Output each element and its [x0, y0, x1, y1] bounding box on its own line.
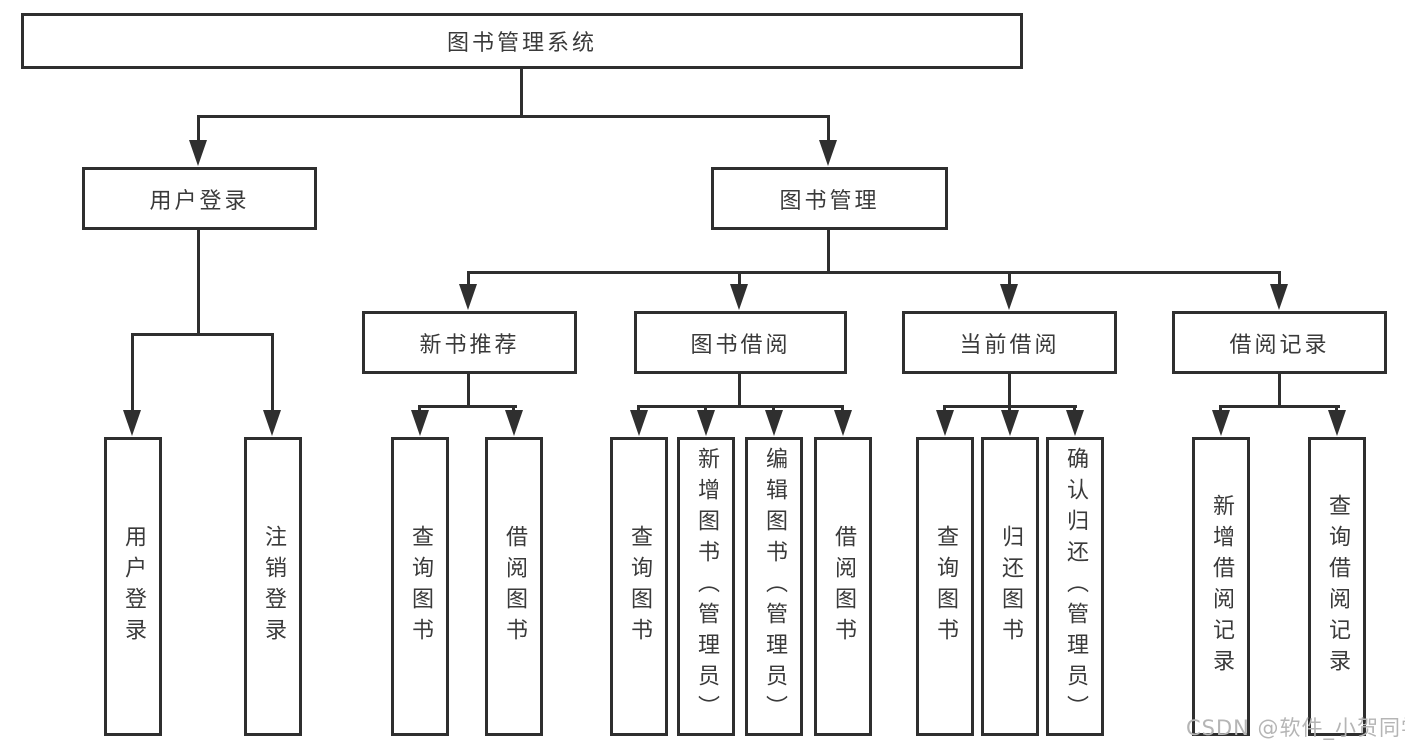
leaf-label: 借阅图书: [831, 524, 856, 649]
leaf-query-books-recommend: 查询图书: [391, 437, 449, 736]
arrowhead-down-icon: [630, 410, 648, 436]
leaf-edit-books-admin: 编辑图书（管理员）: [745, 437, 803, 736]
connector-line: [197, 115, 830, 118]
leaf-query-books-borrow: 查询图书: [610, 437, 668, 736]
connector-line: [943, 405, 946, 414]
connector-line: [467, 271, 470, 287]
leaf-label: 归还图书: [998, 524, 1023, 649]
node-label: 图书管理系统: [446, 31, 597, 56]
leaf-label: 借阅图书: [502, 524, 527, 649]
leaf-label: 查询借阅记录: [1325, 493, 1350, 680]
node-book-borrow: 图书借阅: [634, 311, 847, 374]
leaf-label: 用户登录: [121, 524, 146, 649]
connector-line: [520, 67, 523, 118]
connector-line: [131, 333, 274, 336]
connector-line: [418, 405, 517, 408]
node-label: 图书借阅: [690, 332, 791, 358]
connector-line: [1073, 405, 1076, 414]
connector-line: [827, 230, 830, 273]
node-borrow-records: 借阅记录: [1172, 311, 1387, 374]
leaf-user-login: 用户登录: [104, 437, 162, 736]
connector-line: [637, 405, 844, 408]
connector-line: [827, 115, 830, 145]
connector-line: [197, 230, 200, 335]
node-label: 当前借阅: [959, 332, 1060, 358]
arrowhead-down-icon: [730, 284, 748, 310]
connector-line: [637, 405, 640, 414]
node-label: 新书推荐: [419, 332, 520, 358]
leaf-logout: 注销登录: [244, 437, 302, 736]
connector-line: [1335, 405, 1338, 414]
connector-line: [1278, 271, 1281, 287]
arrowhead-down-icon: [1066, 410, 1084, 436]
leaf-add-books-admin: 新增图书（管理员）: [677, 437, 735, 736]
connector-line: [772, 405, 775, 414]
connector-line: [131, 333, 134, 413]
node-label: 借阅记录: [1229, 332, 1330, 358]
leaf-label: 查询图书: [933, 524, 958, 649]
connector-line: [704, 405, 707, 414]
connector-line: [1008, 374, 1011, 407]
connector-line: [1008, 271, 1011, 287]
leaf-label: 新增图书（管理员）: [694, 447, 719, 726]
node-book-management: 图书管理: [711, 167, 948, 230]
arrowhead-down-icon: [834, 410, 852, 436]
arrowhead-down-icon: [819, 140, 837, 166]
connector-line: [418, 405, 421, 414]
arrowhead-down-icon: [697, 410, 715, 436]
connector-line: [512, 405, 515, 414]
arrowhead-down-icon: [459, 284, 477, 310]
leaf-return-books: 归还图书: [981, 437, 1039, 736]
arrowhead-down-icon: [765, 410, 783, 436]
leaf-query-borrow-record: 查询借阅记录: [1308, 437, 1366, 736]
leaf-confirm-return-admin: 确认归还（管理员）: [1046, 437, 1104, 736]
node-root: 图书管理系统: [21, 13, 1023, 69]
leaf-borrow-books: 借阅图书: [814, 437, 872, 736]
leaf-label: 查询图书: [627, 524, 652, 649]
leaf-query-books-current: 查询图书: [916, 437, 974, 736]
leaf-label: 确认归还（管理员）: [1063, 447, 1088, 726]
connector-line: [467, 271, 1281, 274]
leaf-label: 查询图书: [408, 524, 433, 649]
node-user-login: 用户登录: [82, 167, 317, 230]
arrowhead-down-icon: [1001, 410, 1019, 436]
arrowhead-down-icon: [411, 410, 429, 436]
arrowhead-down-icon: [263, 410, 281, 436]
leaf-label: 注销登录: [261, 524, 286, 649]
arrowhead-down-icon: [1270, 284, 1288, 310]
arrowhead-down-icon: [1212, 410, 1230, 436]
connector-line: [1219, 405, 1340, 408]
arrowhead-down-icon: [189, 140, 207, 166]
connector-line: [1008, 405, 1011, 414]
arrowhead-down-icon: [936, 410, 954, 436]
node-current-borrow: 当前借阅: [902, 311, 1117, 374]
connector-line: [271, 333, 274, 413]
watermark: CSDN @软件_小贺同学: [1186, 716, 1405, 740]
connector-line: [467, 374, 470, 407]
connector-line: [1219, 405, 1222, 414]
connector-line: [738, 271, 741, 287]
leaf-borrow-books-recommend: 借阅图书: [485, 437, 543, 736]
arrowhead-down-icon: [1328, 410, 1346, 436]
leaf-label: 编辑图书（管理员）: [762, 447, 787, 726]
connector-line: [197, 115, 200, 145]
node-label: 图书管理: [779, 188, 880, 214]
arrowhead-down-icon: [505, 410, 523, 436]
leaf-add-borrow-record: 新增借阅记录: [1192, 437, 1250, 736]
connector-line: [738, 374, 741, 407]
node-new-book-recommend: 新书推荐: [362, 311, 577, 374]
node-label: 用户登录: [149, 188, 250, 214]
leaf-label: 新增借阅记录: [1209, 493, 1234, 680]
connector-line: [841, 405, 844, 414]
arrowhead-down-icon: [1000, 284, 1018, 310]
arrowhead-down-icon: [123, 410, 141, 436]
connector-line: [1278, 374, 1281, 407]
